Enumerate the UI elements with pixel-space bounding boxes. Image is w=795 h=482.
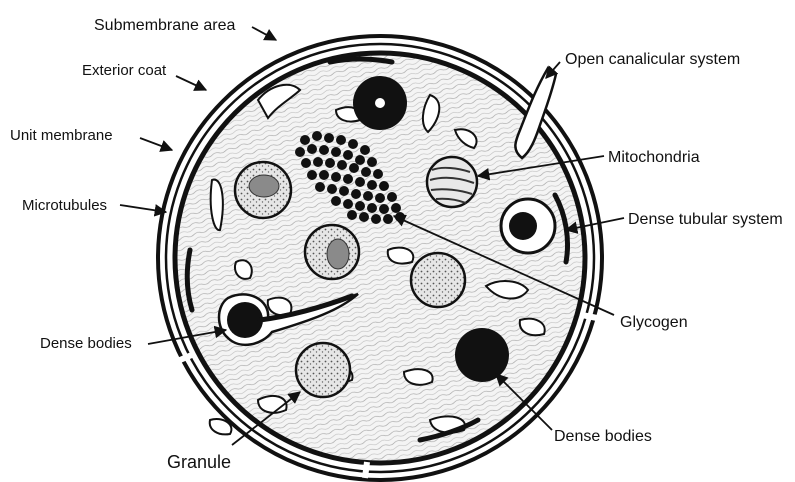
dense-body-top xyxy=(353,76,407,130)
leader-exterior-coat xyxy=(176,76,206,90)
label-mitochondria: Mitochondria xyxy=(608,149,700,166)
label-exterior-coat: Exterior coat xyxy=(82,62,167,79)
label-dense-bodies-right: Dense bodies xyxy=(554,428,652,445)
granule-3 xyxy=(411,253,465,307)
label-open-canalicular-system: Open canalicular system xyxy=(565,51,740,68)
leader-submembrane xyxy=(252,27,276,40)
mitochondrion xyxy=(427,157,477,207)
label-glycogen: Glycogen xyxy=(620,314,688,331)
granule-2-nucleoid xyxy=(327,239,349,269)
label-dense-bodies-left: Dense bodies xyxy=(40,335,132,352)
dense-body-ring xyxy=(501,199,555,253)
label-unit-membrane: Unit membrane xyxy=(10,127,113,144)
label-microtubules: Microtubules xyxy=(22,197,107,214)
granule-4 xyxy=(296,343,350,397)
label-granule: Granule xyxy=(167,452,231,472)
label-submembrane-area: Submembrane area xyxy=(94,17,236,34)
granule-1-nucleoid xyxy=(249,175,279,197)
leader-microtubules xyxy=(120,205,166,212)
label-dense-tubular-system: Dense tubular system xyxy=(628,211,783,228)
dense-body-bottom xyxy=(455,328,509,382)
leader-unit-membrane xyxy=(140,138,172,150)
